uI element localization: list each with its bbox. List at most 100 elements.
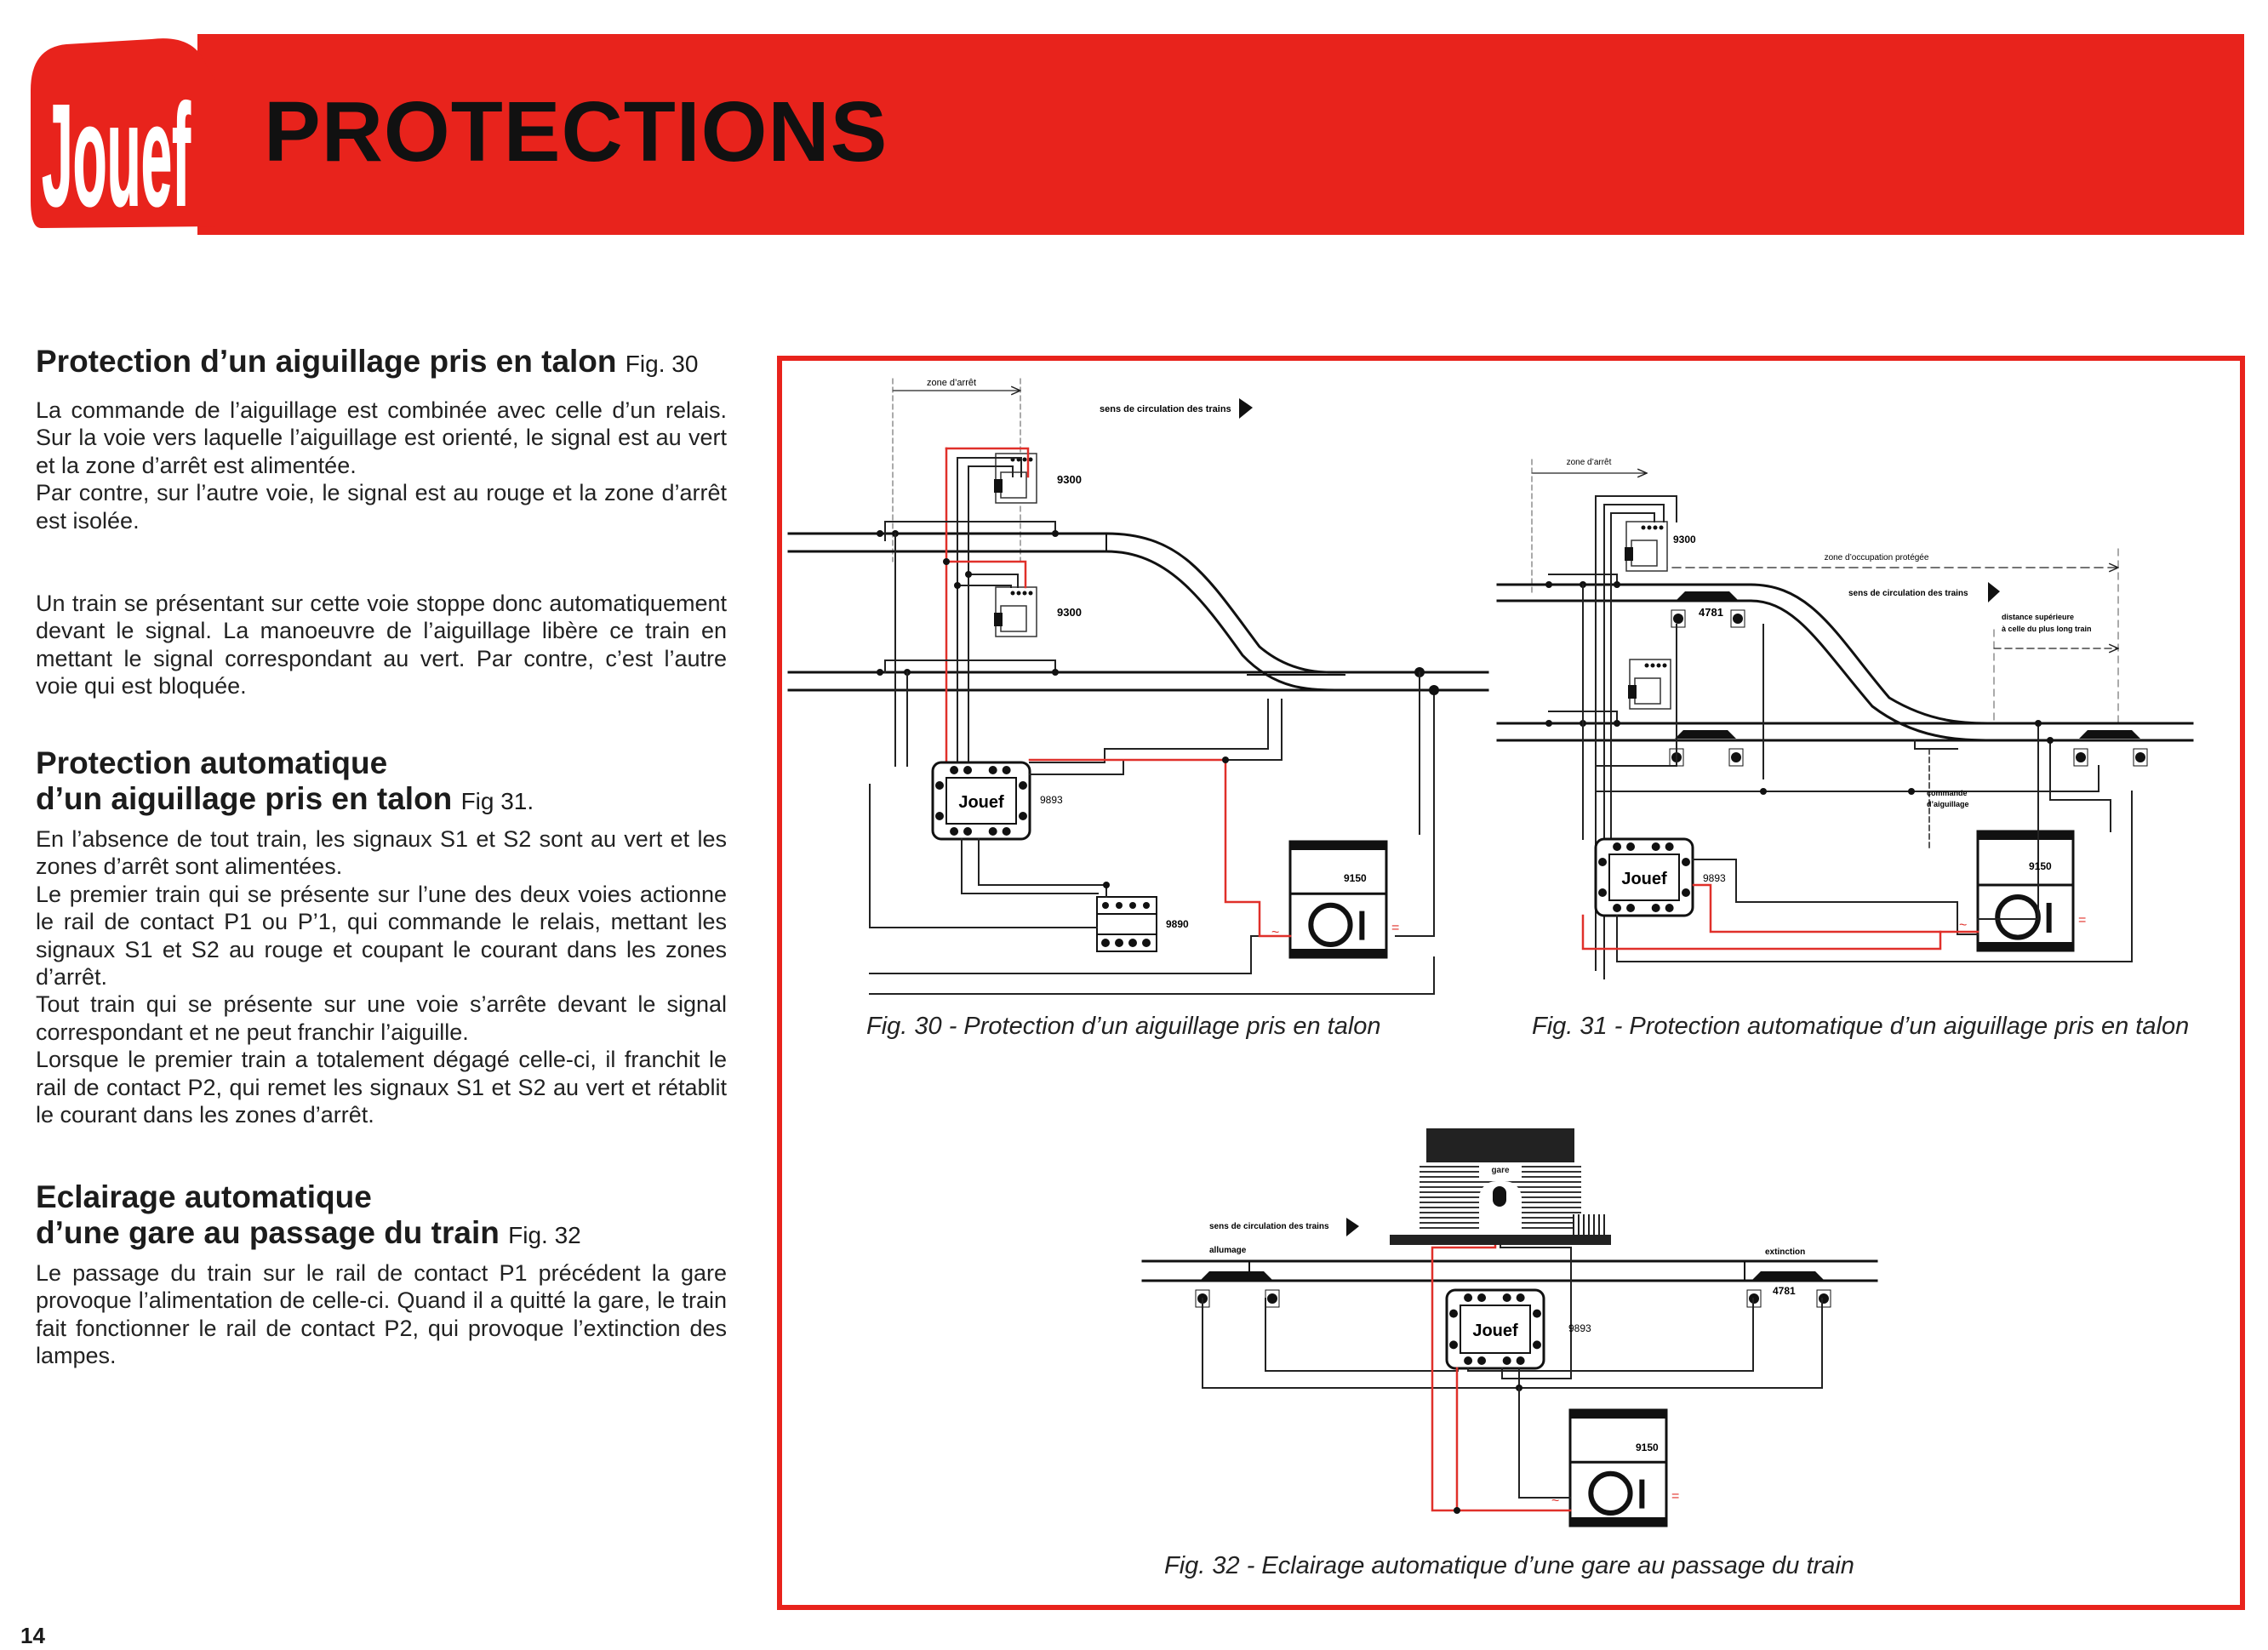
ac-symbol: ~ xyxy=(1959,918,1967,933)
signal-head xyxy=(994,479,1003,493)
relay-label: 9893 xyxy=(1703,872,1726,884)
figure-caption: Fig. 30 - Protection d’un aiguillage pri… xyxy=(866,1013,1381,1040)
relay-inner xyxy=(945,777,1017,825)
wire xyxy=(978,838,1107,898)
rail-curve xyxy=(1749,599,1996,742)
junction-dot xyxy=(1533,1309,1541,1318)
junction-dot xyxy=(1651,904,1660,912)
station-fence xyxy=(1573,1214,1607,1235)
junction-dot xyxy=(1502,1293,1511,1302)
junction-dot xyxy=(1116,902,1123,909)
junction-dot xyxy=(1449,1340,1458,1350)
signal-icon xyxy=(995,586,1037,637)
junction-dot xyxy=(1651,842,1660,851)
power-label: 9150 xyxy=(2029,860,2052,872)
wire xyxy=(1029,699,1269,763)
wire xyxy=(1595,765,2099,792)
signal-label: 9300 xyxy=(1057,473,1082,486)
wire xyxy=(1224,758,1292,938)
junction-dot xyxy=(1733,614,1743,624)
wire xyxy=(957,457,1022,477)
junction-dot xyxy=(1641,525,1646,530)
jouef-logo: Jouef xyxy=(31,38,216,235)
paragraph: En l’absence de tout train, les signaux … xyxy=(36,826,727,1128)
junction-dot xyxy=(988,827,997,836)
junction-dot xyxy=(1103,882,1110,888)
junction-dot xyxy=(1614,581,1620,588)
relay-logo: Jouef xyxy=(1621,870,1667,888)
wire xyxy=(945,560,1027,589)
junction-dot xyxy=(1650,663,1655,668)
switch-box xyxy=(1914,739,1958,750)
zone-occupation-label: zone d’occupation protégée xyxy=(1825,553,1929,562)
rail-curve xyxy=(1105,550,1347,692)
junction-dot xyxy=(1598,888,1607,897)
junction-dot xyxy=(1052,530,1059,537)
paragraph: Un train se présentant sur cette voie st… xyxy=(36,591,727,699)
relay-icon xyxy=(1445,1288,1545,1370)
wire xyxy=(1692,859,1979,935)
junction-dot xyxy=(1665,904,1674,912)
junction-dot xyxy=(1533,1340,1541,1350)
junction-dot xyxy=(877,669,883,676)
wire xyxy=(961,838,1099,894)
junction-dot xyxy=(1653,525,1658,530)
page-title: PROTECTIONS xyxy=(264,84,888,180)
wire xyxy=(1548,711,1618,724)
junction-dot xyxy=(1010,591,1015,596)
junction-dot xyxy=(1115,939,1123,947)
figure-caption: Fig. 31 - Protection automatique d’un ai… xyxy=(1532,1013,2190,1040)
wire xyxy=(1518,1387,1571,1499)
junction-dot xyxy=(1143,902,1150,909)
dc-symbol: = xyxy=(1391,921,1399,935)
junction-dot xyxy=(1429,685,1439,695)
signal-label: 9300 xyxy=(1057,606,1082,619)
wire xyxy=(945,447,1030,478)
junction-dot xyxy=(954,582,961,589)
junction-dot xyxy=(1129,902,1136,909)
dc-symbol: = xyxy=(1671,1489,1679,1504)
figure-caption: Fig. 32 - Eclairage automatique d’une ga… xyxy=(1164,1552,1854,1579)
ac-symbol: ~ xyxy=(1271,926,1279,940)
signal-head xyxy=(994,613,1003,626)
junction-dot xyxy=(1052,669,1059,676)
contact-rail-icon xyxy=(1677,591,1738,600)
relay-inner xyxy=(1608,854,1680,901)
wire xyxy=(1581,914,1980,951)
junction-dot xyxy=(1819,1293,1829,1304)
junction-dot xyxy=(1477,1293,1487,1302)
junction-dot xyxy=(1598,858,1607,866)
wire xyxy=(869,784,1098,928)
wire xyxy=(968,574,1019,588)
rail-curve xyxy=(1105,532,1347,674)
allumage-label: allumage xyxy=(1209,1246,1247,1255)
junction-dot xyxy=(1222,756,1229,763)
distance-label: à celle du plus long train xyxy=(2002,625,2092,633)
junction-dot xyxy=(1102,902,1109,909)
direction-label: sens de circulation des trains xyxy=(1848,589,1968,598)
junction-dot xyxy=(1022,457,1027,462)
signal-icon xyxy=(1629,659,1671,710)
wire xyxy=(1692,883,1942,933)
distance-label: distance supérieure xyxy=(2002,613,2074,621)
wire xyxy=(1265,1298,1459,1372)
extinction-label: extinction xyxy=(1765,1247,1805,1257)
switch-icon xyxy=(1639,1479,1645,1509)
relay-label: 9893 xyxy=(1568,1322,1591,1334)
wire xyxy=(1595,624,1677,767)
junction-dot xyxy=(1614,720,1620,727)
switch-icon xyxy=(1359,911,1365,940)
wire xyxy=(968,465,1014,477)
junction-dot xyxy=(988,766,997,774)
junction-dot xyxy=(1682,888,1690,897)
junction-dot xyxy=(950,766,959,774)
wire xyxy=(2049,739,2111,832)
junction-dot xyxy=(1662,663,1667,668)
junction-dot xyxy=(1760,788,1767,795)
junction-dot xyxy=(1016,591,1021,596)
junction-dot xyxy=(1682,858,1690,866)
junction-dot xyxy=(1626,904,1636,912)
page-number: 14 xyxy=(20,1623,45,1648)
junction-dot xyxy=(2135,752,2145,762)
